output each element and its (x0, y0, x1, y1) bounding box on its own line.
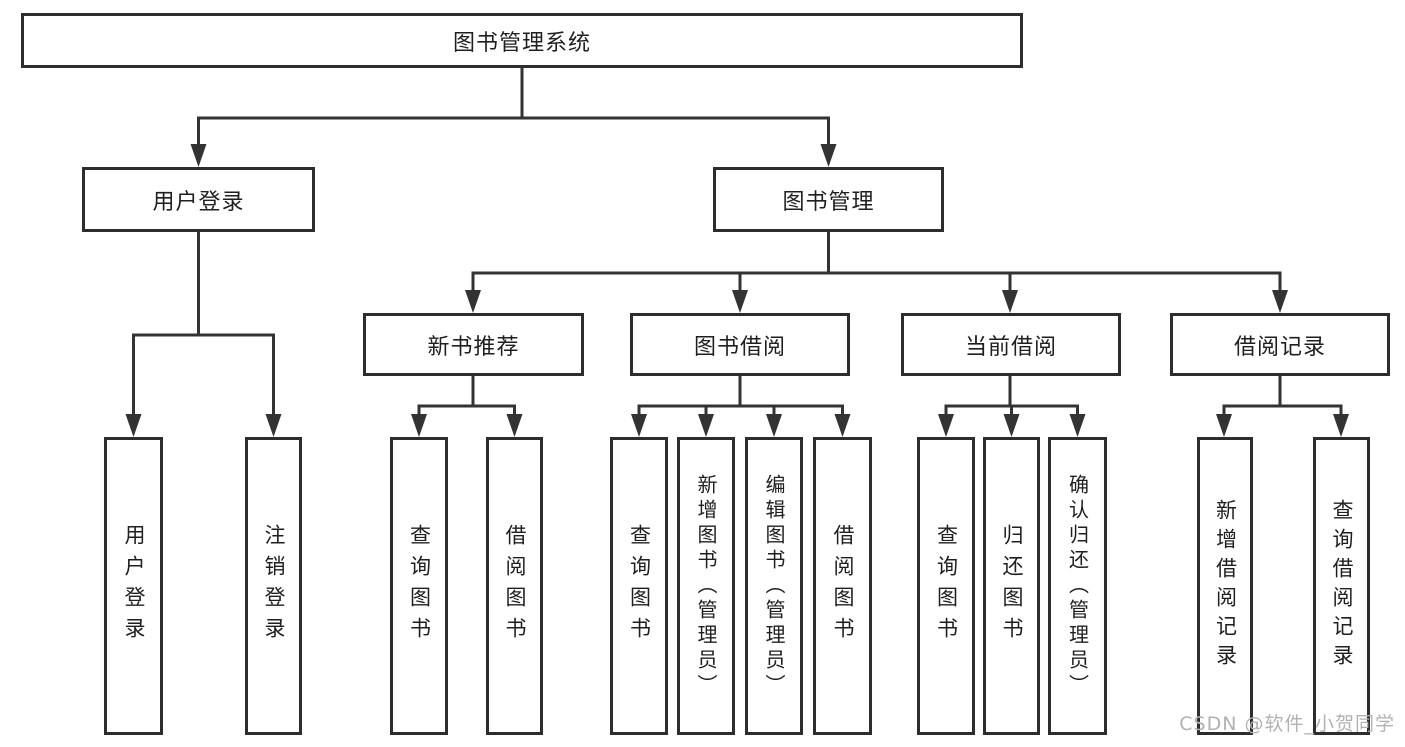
connector-arrowheads (125, 144, 1349, 437)
node-label: 新增图书（管理员） (694, 473, 718, 699)
node-root-library-system: 图书管理系统 (21, 13, 1023, 68)
node-user-login: 用户登录 (82, 167, 315, 232)
node-label: 图书借阅 (693, 334, 786, 360)
leaf-borrow-books-recommend: 借阅图书 (486, 437, 543, 735)
node-label: 借阅图书 (503, 524, 527, 648)
connector-lines (132, 68, 1343, 418)
node-label: 借阅图书 (831, 524, 855, 648)
leaf-logout: 注销登录 (245, 437, 302, 735)
node-label: 当前借阅 (964, 334, 1057, 360)
leaf-query-borrow-record: 查询借阅记录 (1313, 437, 1370, 735)
leaf-query-books-current: 查询图书 (917, 437, 975, 735)
node-label: 确认归还（管理员） (1065, 473, 1090, 699)
node-label: 用户登录 (152, 189, 245, 215)
node-book-borrow: 图书借阅 (630, 313, 850, 376)
node-label: 查询图书 (627, 524, 652, 648)
node-new-book-recommend: 新书推荐 (363, 313, 584, 376)
node-label: 查询借阅记录 (1330, 499, 1354, 673)
node-label: 注销登录 (262, 524, 286, 648)
node-label: 查询图书 (934, 524, 959, 648)
leaf-return-books: 归还图书 (983, 437, 1040, 735)
node-label: 图书管理系统 (452, 30, 591, 56)
node-label: 用户登录 (122, 524, 146, 648)
node-label: 借阅记录 (1233, 334, 1326, 360)
leaf-user-login: 用户登录 (104, 437, 163, 735)
leaf-borrow-books: 借阅图书 (813, 437, 872, 735)
csdn-watermark: CSDN @软件_小贺同学 (1179, 713, 1395, 735)
leaf-confirm-return-admin: 确认归还（管理员） (1048, 437, 1107, 735)
node-label: 新增借阅记录 (1213, 499, 1238, 673)
node-label: 图书管理 (782, 189, 875, 215)
node-label: 新书推荐 (427, 334, 520, 360)
node-label: 归还图书 (1000, 524, 1024, 648)
leaf-query-books-borrow: 查询图书 (610, 437, 668, 735)
node-current-borrow: 当前借阅 (901, 313, 1121, 376)
node-book-management: 图书管理 (713, 167, 944, 232)
leaf-query-books-recommend: 查询图书 (390, 437, 448, 735)
leaf-edit-books-admin: 编辑图书（管理员） (745, 437, 803, 735)
node-label: 查询图书 (407, 524, 432, 648)
node-label: 编辑图书（管理员） (762, 473, 786, 699)
node-borrow-records: 借阅记录 (1170, 313, 1390, 376)
leaf-add-borrow-record: 新增借阅记录 (1197, 437, 1253, 735)
leaf-add-books-admin: 新增图书（管理员） (677, 437, 735, 735)
